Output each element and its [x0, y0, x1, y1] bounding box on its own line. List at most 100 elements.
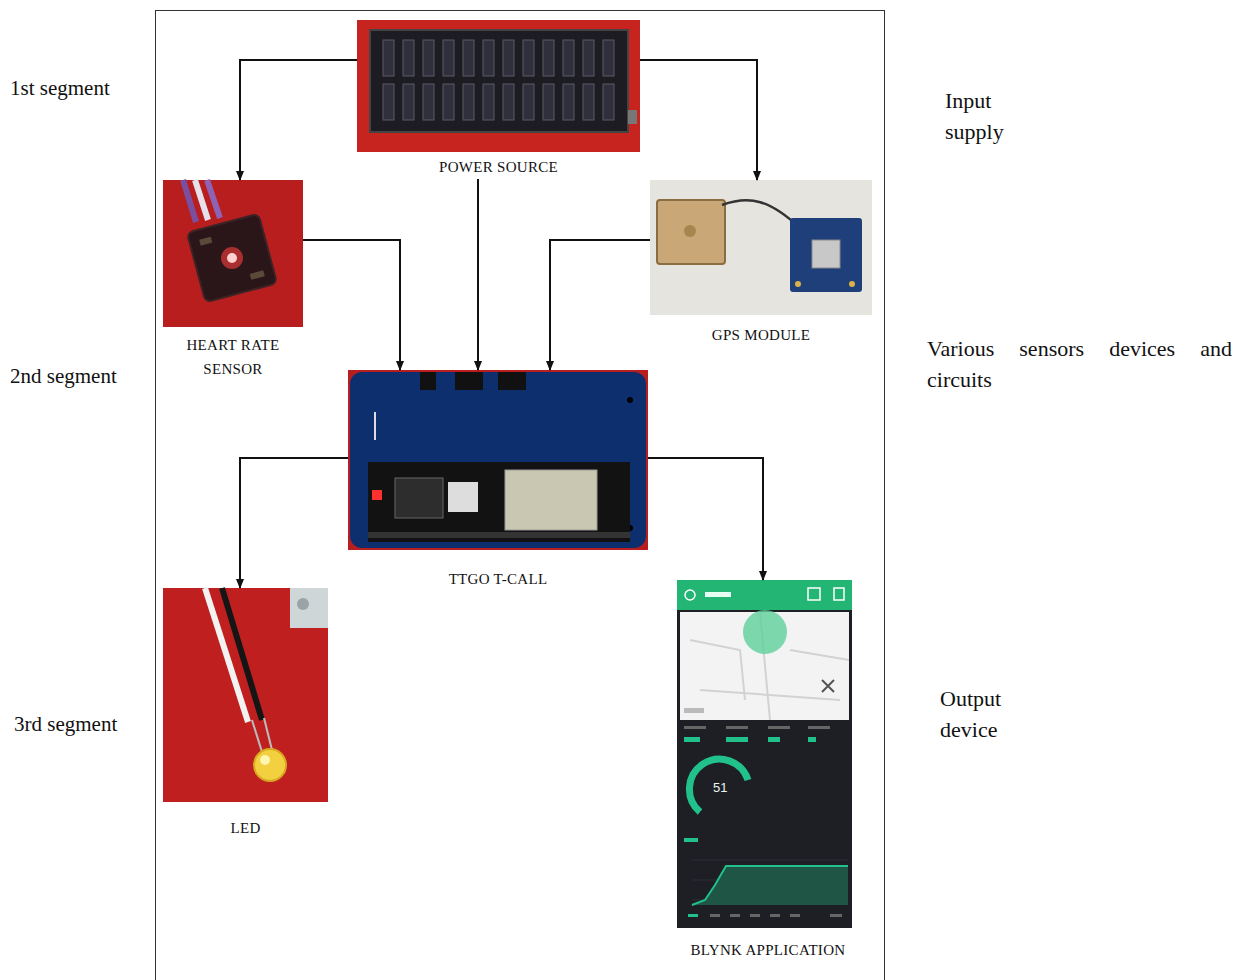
drawing-part — [260, 755, 270, 765]
drawing-part — [383, 40, 394, 76]
drawing-part — [348, 370, 648, 550]
heart-rate-sensor-photo — [163, 180, 303, 327]
drawing-part — [383, 84, 394, 120]
drawing-part — [684, 737, 700, 742]
component-caption: LED — [163, 816, 328, 840]
drawing-part — [448, 482, 478, 512]
component-node: GPS MODULE — [650, 180, 872, 347]
drawing-part — [692, 860, 848, 861]
drawing-part — [163, 180, 303, 327]
flow-arrow — [240, 458, 348, 588]
drawing-part — [254, 749, 286, 781]
drawing-part — [790, 650, 849, 660]
image-area — [663, 580, 873, 928]
drawing-part — [808, 726, 830, 729]
drawing-part — [685, 590, 695, 600]
component-caption: HEART RATE SENSOR — [168, 333, 298, 381]
component-node: LED — [163, 588, 328, 840]
drawing-part — [790, 914, 800, 917]
drawing-part — [768, 726, 790, 729]
drawing-part — [290, 588, 328, 628]
drawing-part — [688, 914, 698, 917]
drawing-part — [677, 580, 852, 928]
drawing-part — [455, 372, 483, 390]
drawing-part — [483, 84, 494, 120]
drawing-part — [187, 214, 277, 303]
drawing-part — [684, 838, 698, 842]
drawing-part — [603, 84, 614, 120]
drawing-part — [523, 40, 534, 76]
drawing-part — [463, 84, 474, 120]
drawing-part — [227, 253, 237, 263]
drawing-part — [370, 30, 628, 132]
drawing-part — [822, 680, 834, 692]
image-area — [163, 180, 303, 327]
drawing-part — [543, 40, 554, 76]
drawing-part — [583, 40, 594, 76]
drawing-part — [368, 462, 630, 542]
stage-annotation: Various sensors devices and circuits — [927, 334, 1232, 396]
drawing-part — [207, 180, 220, 218]
drawing-part — [403, 84, 414, 120]
drawing-part — [743, 610, 787, 654]
drawing-part — [368, 532, 630, 538]
drawing-part — [692, 866, 848, 905]
drawing-part — [563, 84, 574, 120]
drawing-part — [350, 372, 646, 548]
drawing-part — [199, 237, 212, 246]
stage-annotation: Output device — [940, 684, 1040, 746]
component-node: TTGO T-CALL — [348, 370, 648, 591]
drawing-part — [505, 470, 597, 530]
ttgo-board-photo — [348, 370, 648, 550]
drawing-part — [423, 84, 434, 120]
drawing-part — [264, 718, 272, 750]
drawing-part — [498, 372, 526, 390]
drawing-part — [443, 40, 454, 76]
drawing-part — [423, 40, 434, 76]
component-caption: GPS MODULE — [650, 323, 872, 347]
drawing-part — [503, 40, 514, 76]
component-node: HEART RATE SENSOR — [163, 180, 303, 381]
drawing-part — [628, 110, 637, 124]
flow-arrow — [303, 240, 400, 370]
drawing-part — [677, 580, 852, 610]
image-area — [348, 370, 648, 550]
drawing-part — [726, 726, 748, 729]
drawing-part — [710, 914, 720, 917]
drawing-part — [563, 40, 574, 76]
solar-panel-photo — [357, 20, 640, 152]
drawing-part — [808, 588, 820, 600]
drawing-part — [252, 720, 262, 752]
drawing-part — [420, 372, 436, 390]
drawing-part — [523, 84, 534, 120]
led-photo — [163, 588, 328, 802]
drawing-part — [163, 588, 328, 802]
flow-arrow — [640, 60, 757, 180]
drawing-part — [357, 20, 640, 152]
drawing-part — [221, 247, 243, 269]
gauge-reading: 51 — [713, 780, 727, 795]
segment-label: 2nd segment — [10, 364, 117, 389]
drawing-part — [383, 40, 614, 120]
flow-arrow — [240, 60, 357, 180]
image-area — [650, 180, 872, 315]
segment-label: 1st segment — [10, 76, 110, 101]
component-caption: POWER SOURCE — [357, 155, 640, 179]
drawing-part — [768, 737, 780, 742]
drawing-part — [705, 592, 731, 597]
image-area — [357, 20, 640, 152]
drawing-part — [627, 397, 633, 403]
drawing-part — [684, 225, 696, 237]
gps-module-photo — [650, 180, 872, 315]
flow-arrow — [648, 458, 763, 580]
drawing-part — [395, 478, 443, 518]
drawing-part — [770, 914, 780, 917]
drawing-part — [297, 598, 309, 610]
drawing-part — [222, 588, 262, 720]
drawing-part — [372, 490, 382, 500]
drawing-part — [750, 914, 760, 917]
drawing-part — [689, 759, 748, 812]
drawing-part — [657, 200, 725, 264]
